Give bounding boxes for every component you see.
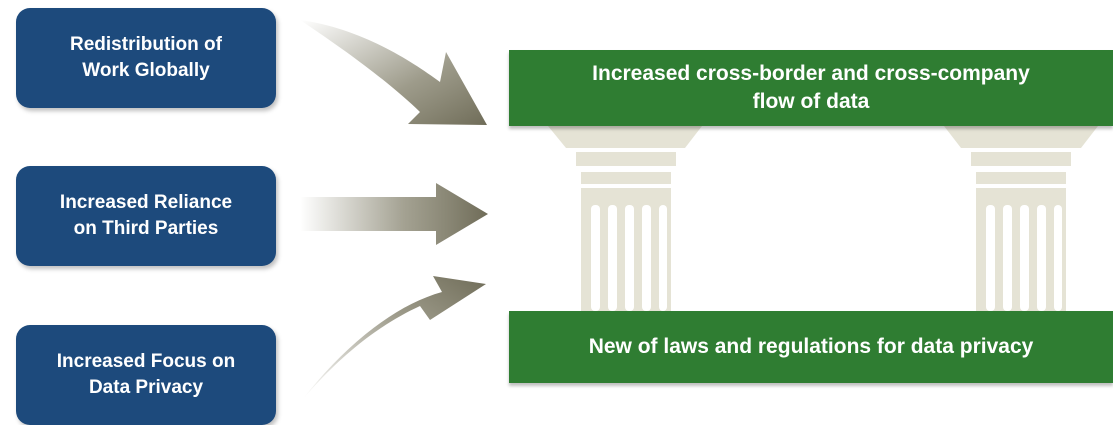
right-column-capital-mid — [971, 152, 1071, 166]
left-column-capital-top — [548, 126, 702, 148]
left-column-neck — [581, 172, 671, 184]
left-column-capital-mid — [576, 152, 676, 166]
right-column-neck — [976, 172, 1066, 184]
top-banner: Increased cross-border and cross-company… — [509, 50, 1113, 126]
driver-box-data-privacy: Increased Focus on Data Privacy — [16, 325, 276, 425]
right-column-capital-top — [944, 126, 1098, 148]
arrow-1 — [300, 20, 487, 125]
left-column — [548, 126, 702, 311]
left-column-shaft — [581, 188, 671, 311]
right-column-shaft — [976, 188, 1066, 311]
arrow-2 — [300, 183, 488, 245]
top-banner-text: Increased cross-border and cross-company… — [592, 62, 1030, 113]
driver-box-redistribution: Redistribution of Work Globally — [16, 8, 276, 108]
right-column — [944, 126, 1098, 311]
driver-label: Increased Reliance on Third Parties — [59, 192, 233, 239]
bottom-banner: New of laws and regulations for data pri… — [509, 311, 1113, 383]
driver-label: Redistribution of Work Globally — [70, 34, 222, 81]
bottom-banner-text: New of laws and regulations for data pri… — [588, 335, 1034, 358]
driver-label: Increased Focus on Data Privacy — [56, 351, 236, 398]
driver-box-third-parties: Increased Reliance on Third Parties — [16, 166, 276, 266]
arrow-3 — [302, 276, 486, 400]
